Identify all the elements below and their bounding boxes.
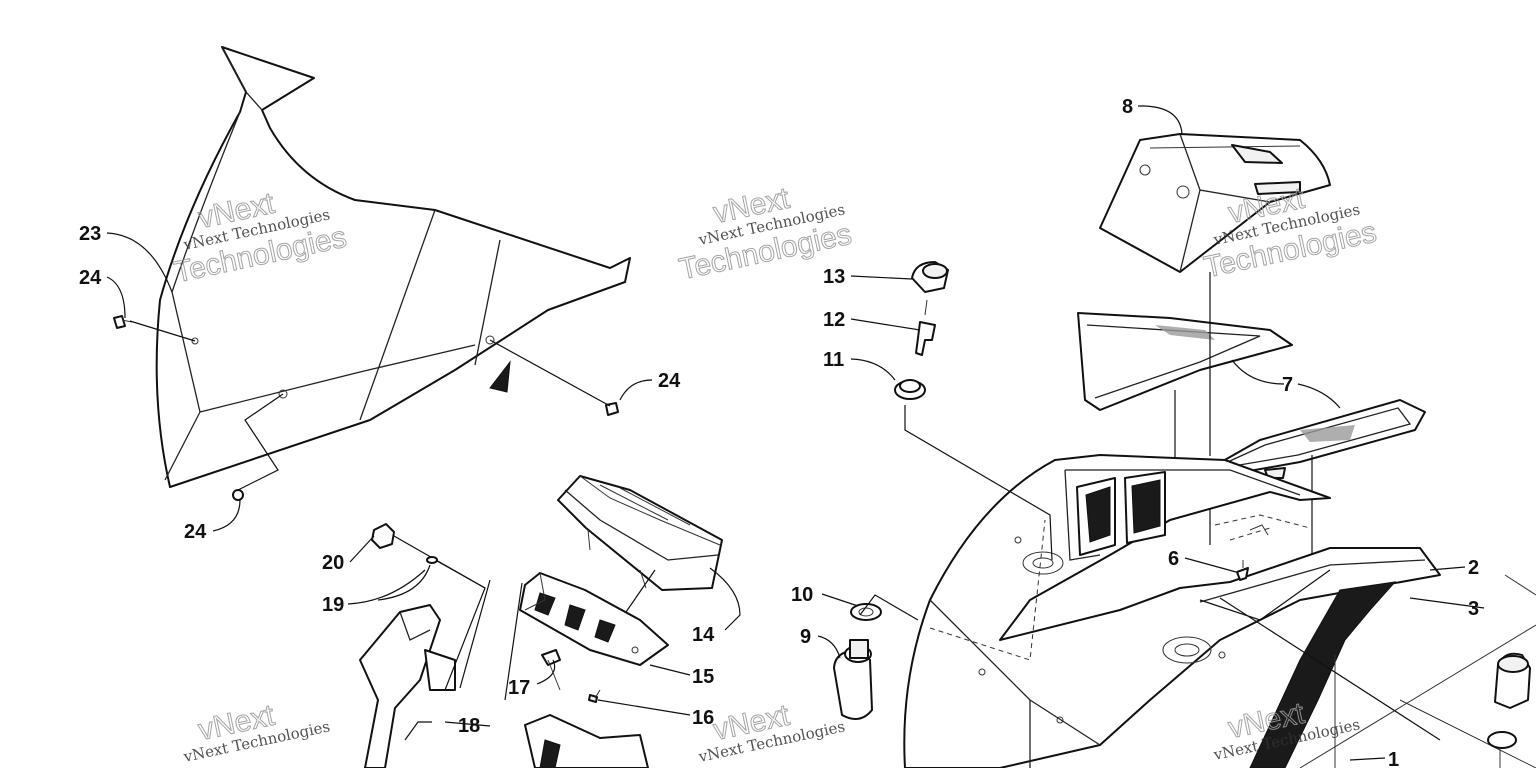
callout-16: 16: [692, 707, 714, 729]
washer-19: [377, 556, 486, 601]
screw-24-bottom: [232, 393, 284, 501]
bracket-18: [359, 604, 649, 768]
callout-19: 19: [322, 594, 344, 616]
fuel-cap-part: [1487, 652, 1531, 768]
callout-10: 10: [791, 584, 813, 606]
screw-24-left: [113, 315, 196, 342]
hood-main-part: [903, 454, 1441, 768]
pin-16: [588, 689, 691, 716]
callout-20: 20: [322, 552, 344, 574]
windshield-part: [155, 46, 631, 488]
fastener-6: [1236, 524, 1269, 581]
ignition-key-cap-13: [911, 261, 949, 293]
side-panel-left-part: [1077, 312, 1293, 411]
callout-23: 23: [79, 223, 101, 245]
screw-24-right: [489, 339, 619, 416]
callout-1: 1: [1388, 749, 1399, 768]
washer-10: [850, 594, 919, 621]
callout-13: 13: [823, 266, 845, 288]
instrument-pod-part: [1099, 133, 1331, 273]
callout-9: 9: [800, 626, 811, 648]
bolt-17: [536, 649, 561, 691]
bezel-nut-11: [894, 379, 1053, 561]
callout-24-right: 24: [658, 370, 681, 392]
callout-12: 12: [823, 309, 845, 331]
gauge-14: [557, 475, 741, 631]
callout-24-left: 24: [79, 267, 102, 289]
callout-11: 11: [823, 349, 844, 371]
callout-3: 3: [1468, 598, 1479, 620]
key-12: [915, 299, 936, 356]
callout-18: 18: [458, 715, 480, 737]
watermark-5: vNext vNext Technologies: [696, 698, 846, 766]
callout-14: 14: [692, 624, 715, 646]
switch-9: [833, 639, 873, 720]
callout-17: 17: [508, 677, 530, 699]
bracket-15: [519, 572, 691, 676]
callout-7: 7: [1282, 374, 1293, 396]
callout-6: 6: [1168, 548, 1179, 570]
callout-8: 8: [1122, 96, 1133, 118]
callout-24-bottom: 24: [184, 521, 207, 543]
watermark-4: vNext vNext Technologies: [181, 698, 331, 766]
callout-2: 2: [1468, 557, 1479, 579]
callout-15: 15: [692, 666, 714, 688]
